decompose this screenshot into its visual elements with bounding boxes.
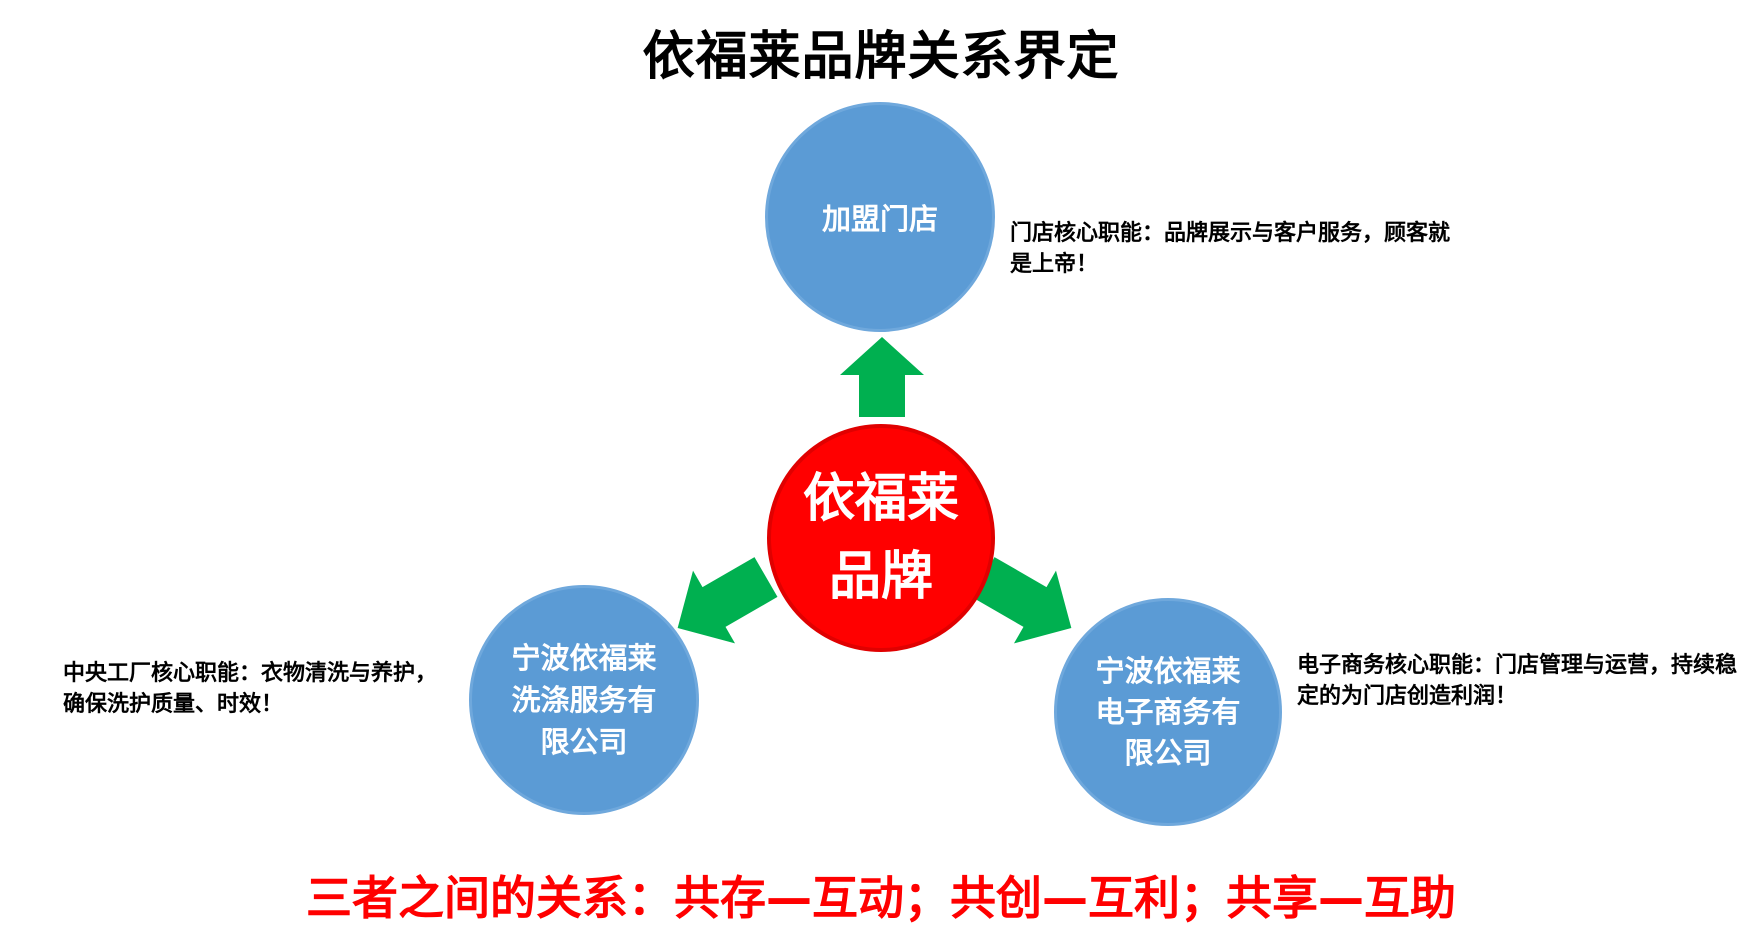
ecommerce-label: 宁波依福莱 电子商务有 限公司 (1095, 653, 1241, 770)
brand-core-label: 依福莱 品牌 (802, 469, 959, 607)
arrow-down-left-icon (677, 557, 778, 644)
relationship-summary: 三者之间的关系：共存—互动；共创—互利；共享—互助 (306, 871, 1456, 925)
factory-description: 中央工厂核心职能：衣物清洗与养护，确保洗护质量、时效！ (63, 661, 438, 717)
ecommerce-description: 电子商务核心职能：门店管理与运营，持续稳定的为门店创造利润！ (1297, 653, 1738, 709)
factory-circle: 宁波依福莱 洗涤服务有 限公司 (469, 585, 699, 815)
arrow-up-icon (840, 337, 924, 417)
factory-label: 宁波依福莱 洗涤服务有 限公司 (511, 641, 657, 759)
ecommerce-circle: 宁波依福莱 电子商务有 限公司 (1054, 598, 1282, 826)
store-description: 门店核心职能：品牌展示与客户服务，顾客就是上帝！ (1010, 221, 1451, 277)
store-label: 加盟门店 (821, 202, 938, 236)
store-circle: 加盟门店 (765, 102, 995, 332)
arrow-down-right-icon (971, 557, 1072, 644)
brand-core-circle: 依福莱 品牌 (767, 424, 995, 652)
page-title: 依福莱品牌关系界定 (642, 27, 1120, 87)
